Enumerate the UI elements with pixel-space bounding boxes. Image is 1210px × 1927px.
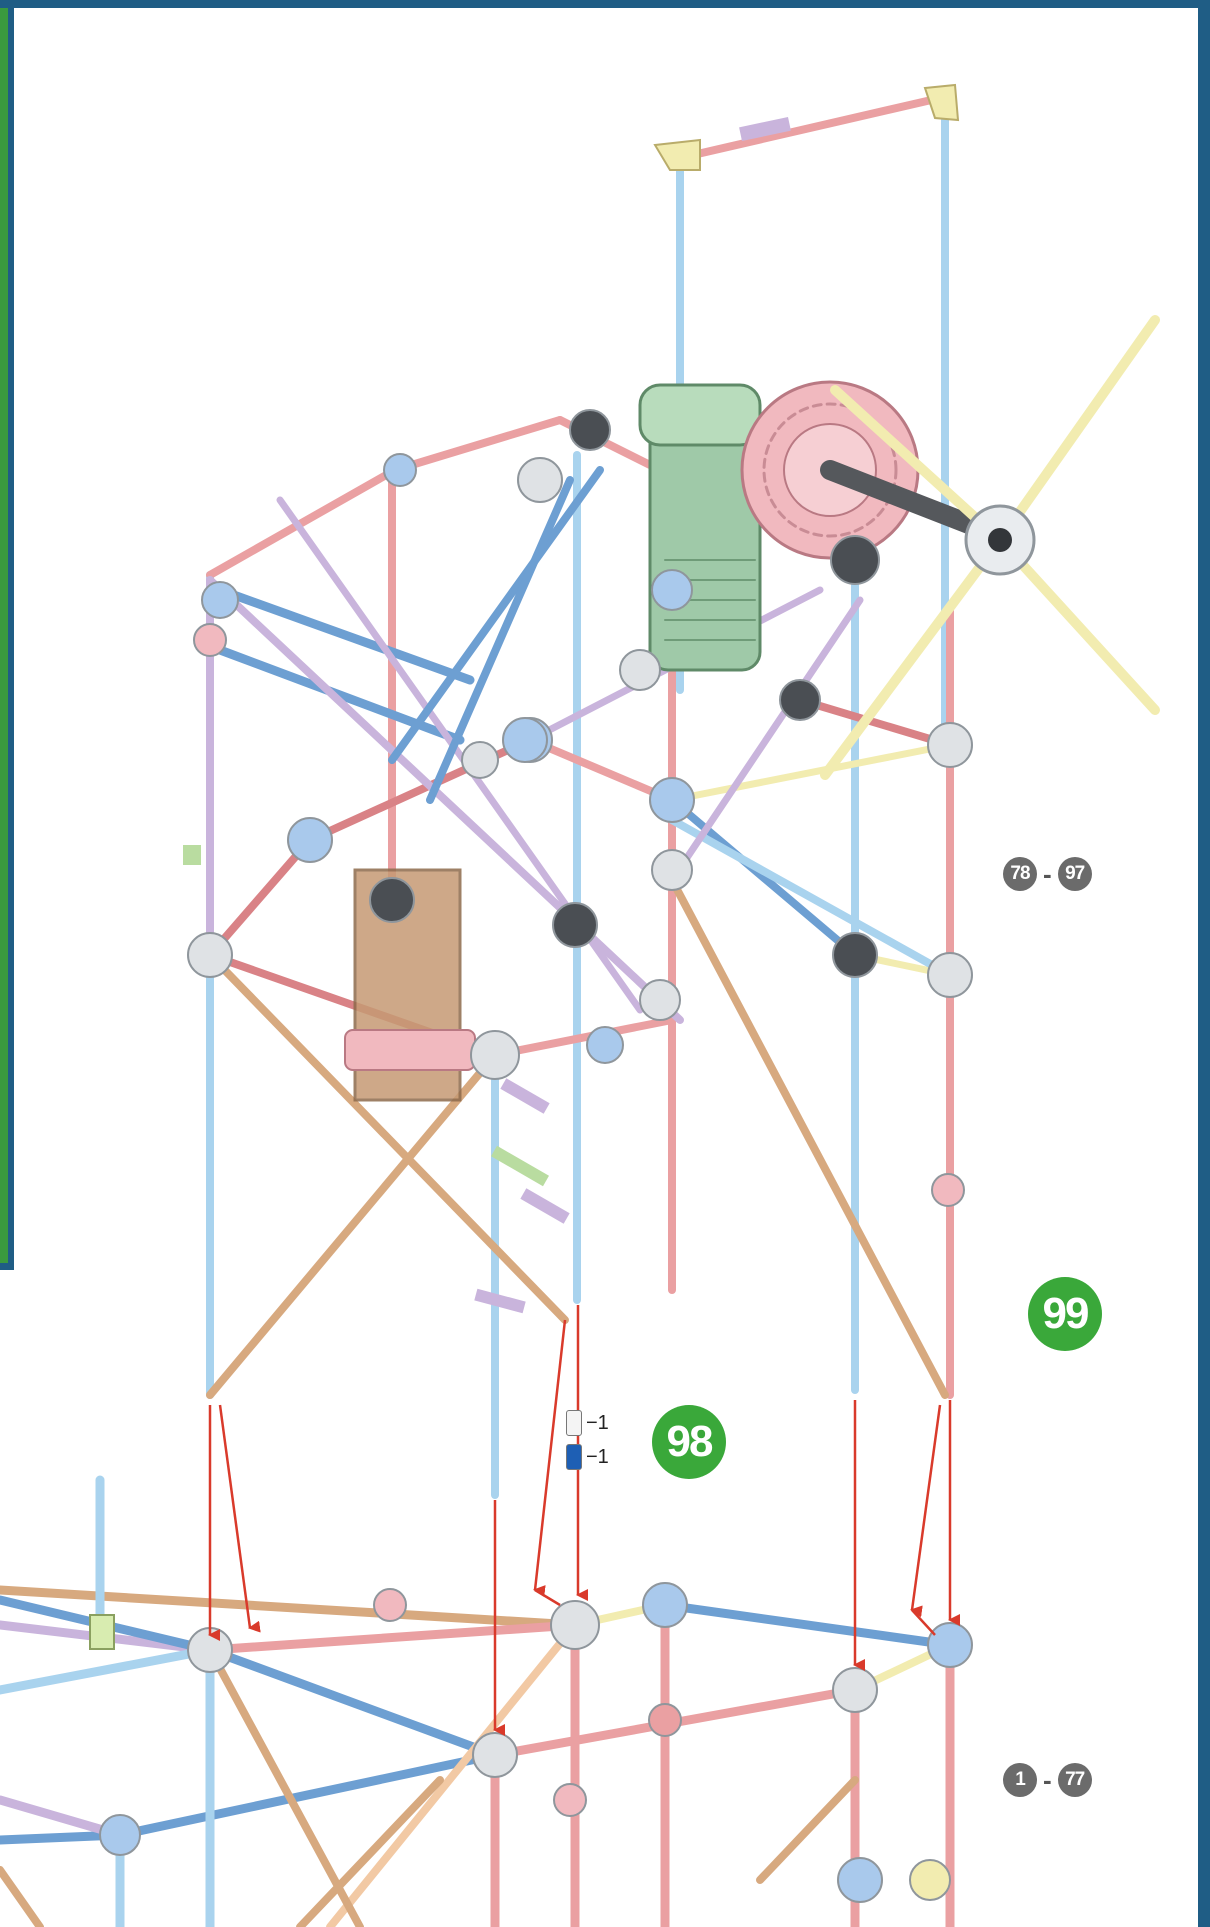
- range-end-badge: 97: [1057, 857, 1092, 891]
- step-number-99: 99: [1028, 1277, 1102, 1351]
- page-frame-top: [0, 0, 1210, 8]
- upper-tower: [183, 83, 1160, 1499]
- lower-tower: [0, 1475, 973, 1927]
- parts-list: −1 −1: [566, 1406, 609, 1474]
- blue-rod-part-icon: [566, 1444, 582, 1470]
- range-separator: -: [1043, 1764, 1052, 1795]
- range-start-badge: 1: [1003, 1763, 1037, 1797]
- part-quantity: −1: [586, 1445, 609, 1468]
- range-separator: -: [1043, 858, 1052, 889]
- page-frame-right: [1198, 0, 1210, 1927]
- part-item: −1: [566, 1440, 609, 1474]
- range-start-badge: 78: [1003, 857, 1037, 891]
- white-rod-part-icon: [566, 1410, 582, 1436]
- page-frame-left-accent: [0, 8, 8, 1263]
- part-quantity: −1: [586, 1411, 609, 1434]
- range-end-badge: 77: [1057, 1763, 1092, 1797]
- assembly-arrows: [208, 1305, 960, 1736]
- step-range-upper: 78 - 97: [1003, 857, 1092, 891]
- part-item: −1: [566, 1406, 609, 1440]
- step-number-98: 98: [652, 1405, 726, 1479]
- step-range-lower: 1 - 77: [1003, 1763, 1092, 1797]
